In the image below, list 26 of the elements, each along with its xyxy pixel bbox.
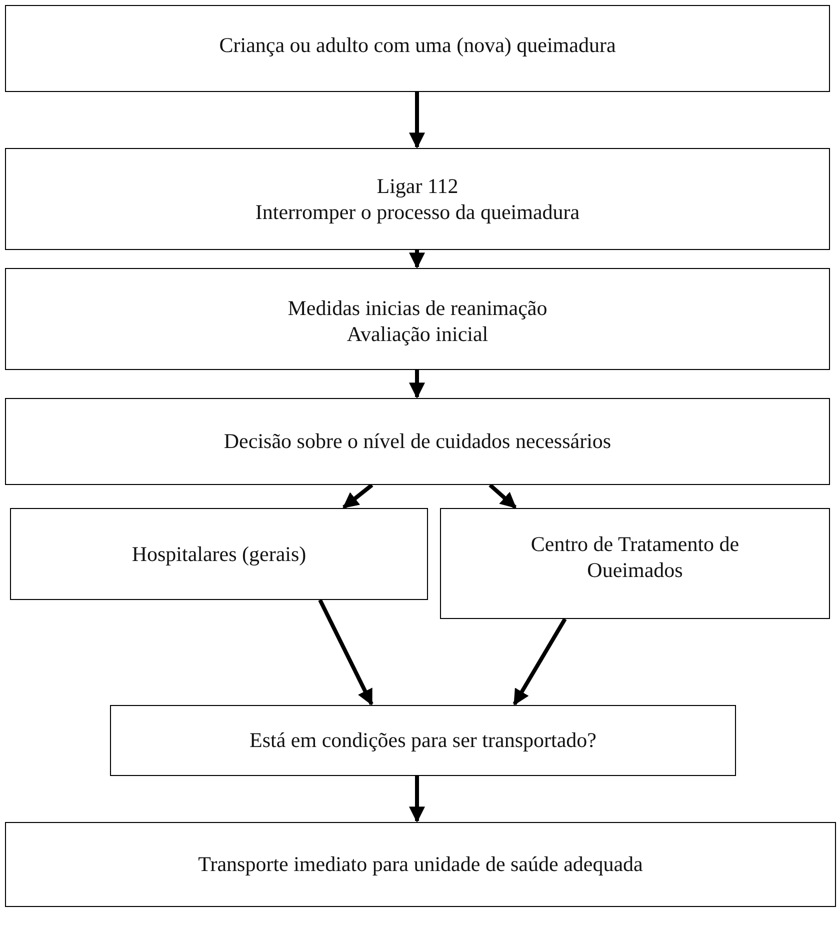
arrow	[409, 776, 425, 823]
process-box	[110, 705, 736, 776]
box-text: Hospitalares (gerais)	[132, 540, 306, 568]
arrow	[409, 92, 425, 149]
process-box	[5, 148, 830, 250]
box-text: Ligar 112	[376, 172, 458, 199]
box-text: Transporte imediato para unidade de saúde adequada	[198, 851, 643, 878]
process-box	[440, 508, 830, 619]
process-box	[5, 268, 830, 370]
box-text: Está em condições para ser transportado?	[250, 727, 596, 754]
arrow	[409, 370, 425, 399]
process-box	[5, 822, 836, 907]
arrow	[488, 484, 517, 509]
box-text: Medidas inicias de reanimação	[288, 295, 548, 322]
process-box	[5, 398, 830, 485]
box-text: Decisão sobre o nível de cuidados necessários	[224, 428, 612, 455]
arrow	[512, 618, 567, 706]
process-box	[5, 5, 830, 92]
box-text: Criança ou adulto com uma (nova) queimadura	[219, 32, 616, 58]
box-text: Centro de Tratamento de Oueimados	[530, 531, 740, 584]
process-box	[10, 508, 428, 600]
arrow	[342, 483, 374, 509]
box-text: Interromper o processo da queimadura	[255, 199, 580, 226]
arrow	[318, 599, 374, 706]
box-text: Avaliação inicial	[346, 321, 488, 348]
arrow	[409, 250, 425, 269]
